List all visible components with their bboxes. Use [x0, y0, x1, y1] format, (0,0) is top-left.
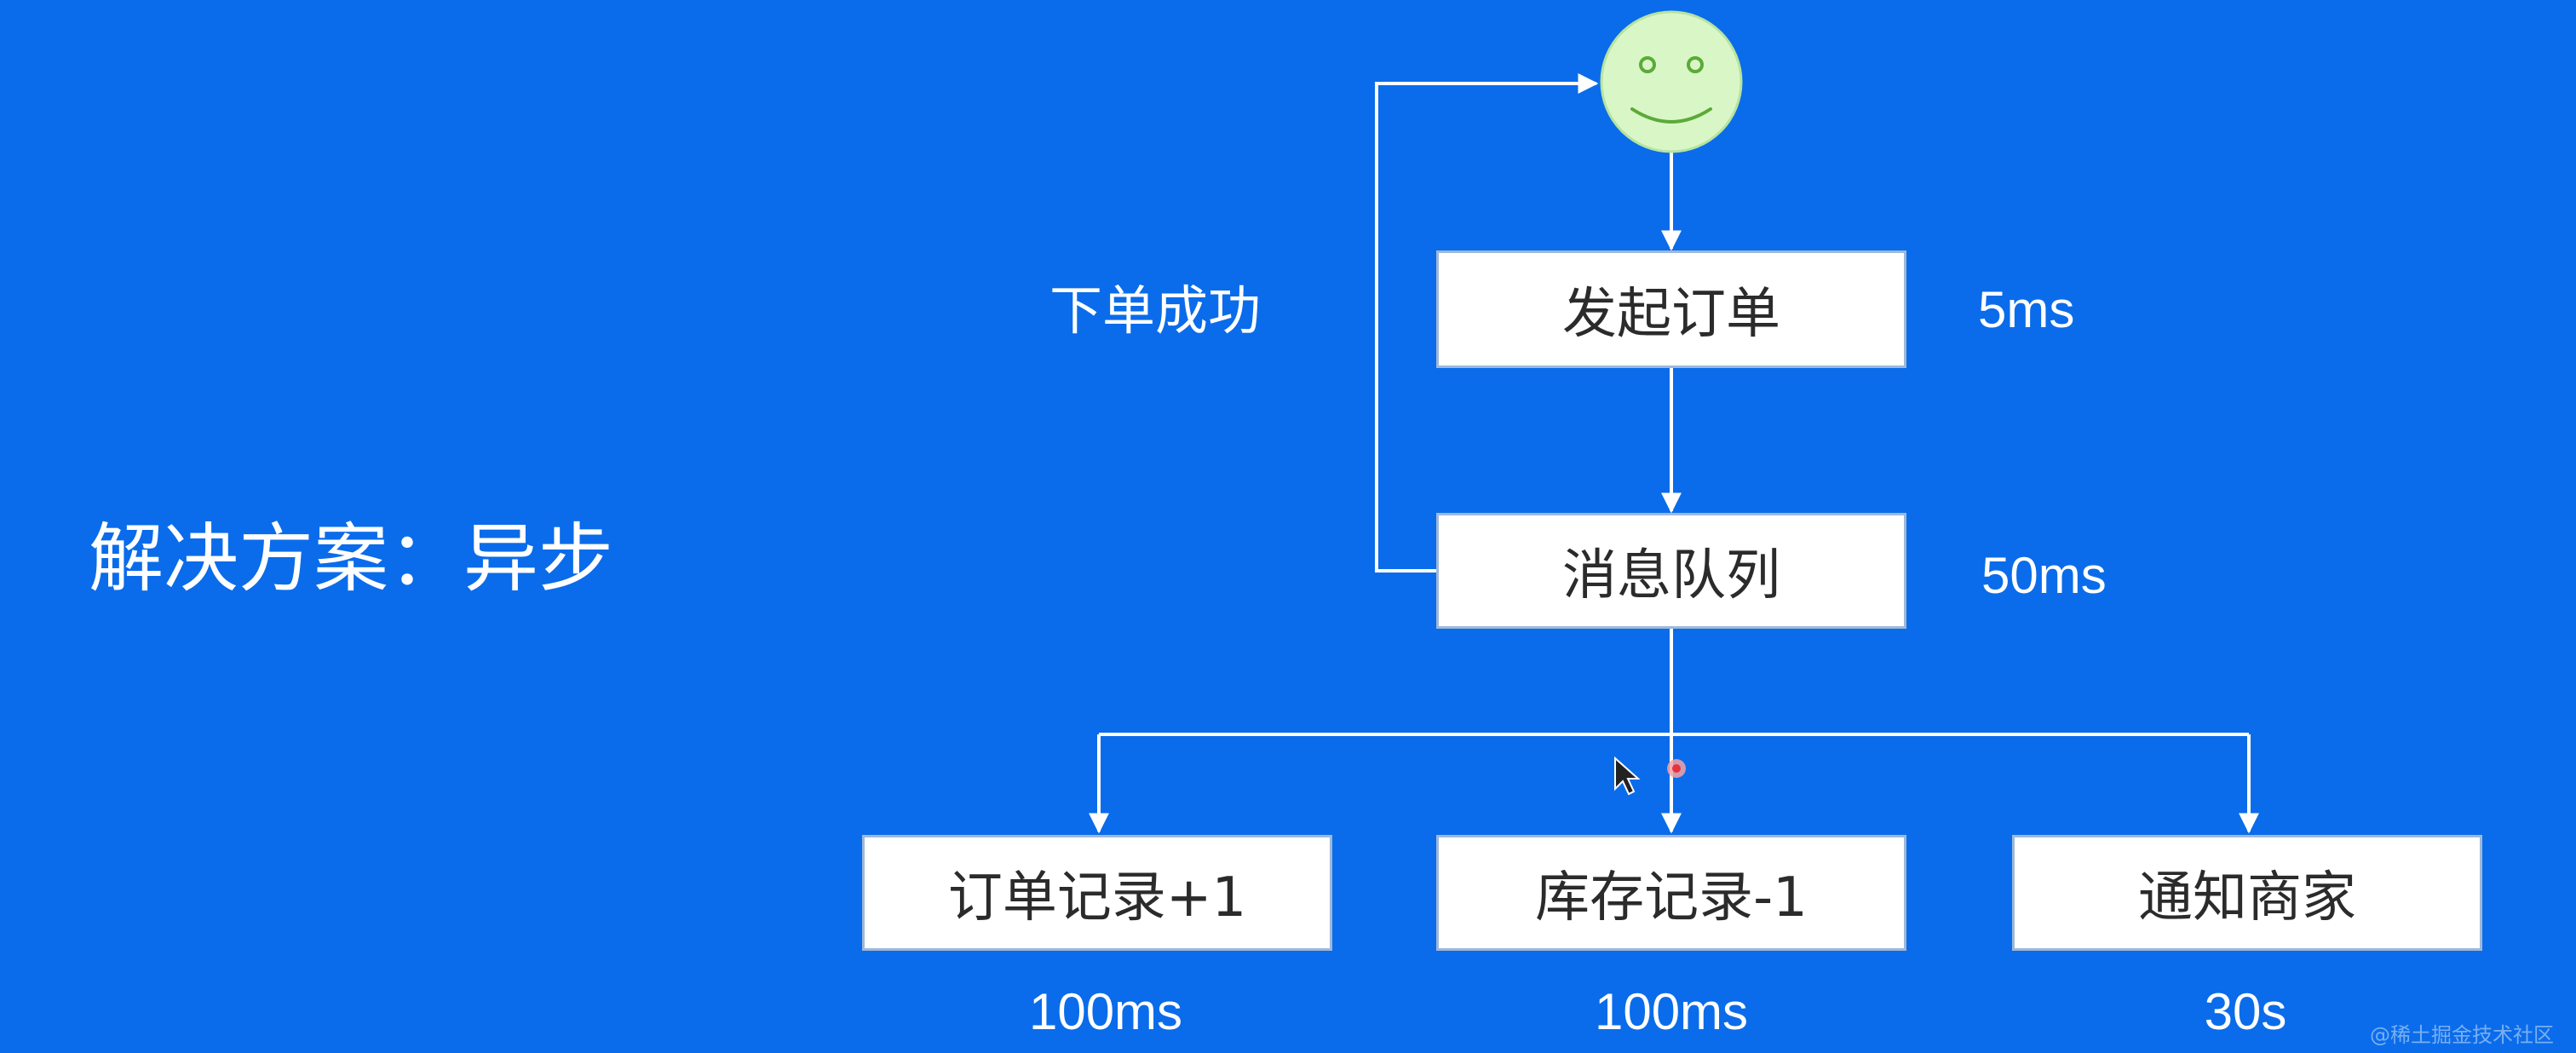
page-title: 解决方案：异步 — [89, 515, 614, 602]
notify-merchant-node: 通知商家 — [2012, 835, 2482, 951]
order-record-node-label: 订单记录+1 — [947, 866, 1247, 929]
stock-record-time: 100ms — [1594, 983, 1749, 1040]
stock-record-node: 库存记录-1 — [1436, 835, 1906, 951]
pointer-highlight-icon — [1667, 759, 1686, 778]
order-node-label: 发起订单 — [1562, 283, 1780, 346]
queue-node: 消息队列 — [1436, 513, 1906, 629]
smiley-face-icon — [1600, 10, 1743, 153]
order-record-time: 100ms — [1028, 983, 1183, 1040]
arrow-queue-to-user-feedback — [1375, 73, 1599, 573]
queue-time: 50ms — [1981, 547, 2107, 604]
order-node: 发起订单 — [1436, 250, 1906, 368]
order-time: 5ms — [1978, 281, 2075, 338]
order-success-label: 下单成功 — [1049, 279, 1262, 342]
order-record-node: 订单记录+1 — [862, 835, 1332, 951]
notify-merchant-time: 30s — [2204, 983, 2287, 1040]
mouse-cursor-icon — [1614, 756, 1641, 796]
stock-record-node-label: 库存记录-1 — [1535, 866, 1808, 929]
notify-merchant-node-label: 通知商家 — [2138, 866, 2356, 929]
queue-node-label: 消息队列 — [1562, 544, 1780, 607]
watermark: @稀土掘金技术社区 — [2370, 1023, 2554, 1047]
